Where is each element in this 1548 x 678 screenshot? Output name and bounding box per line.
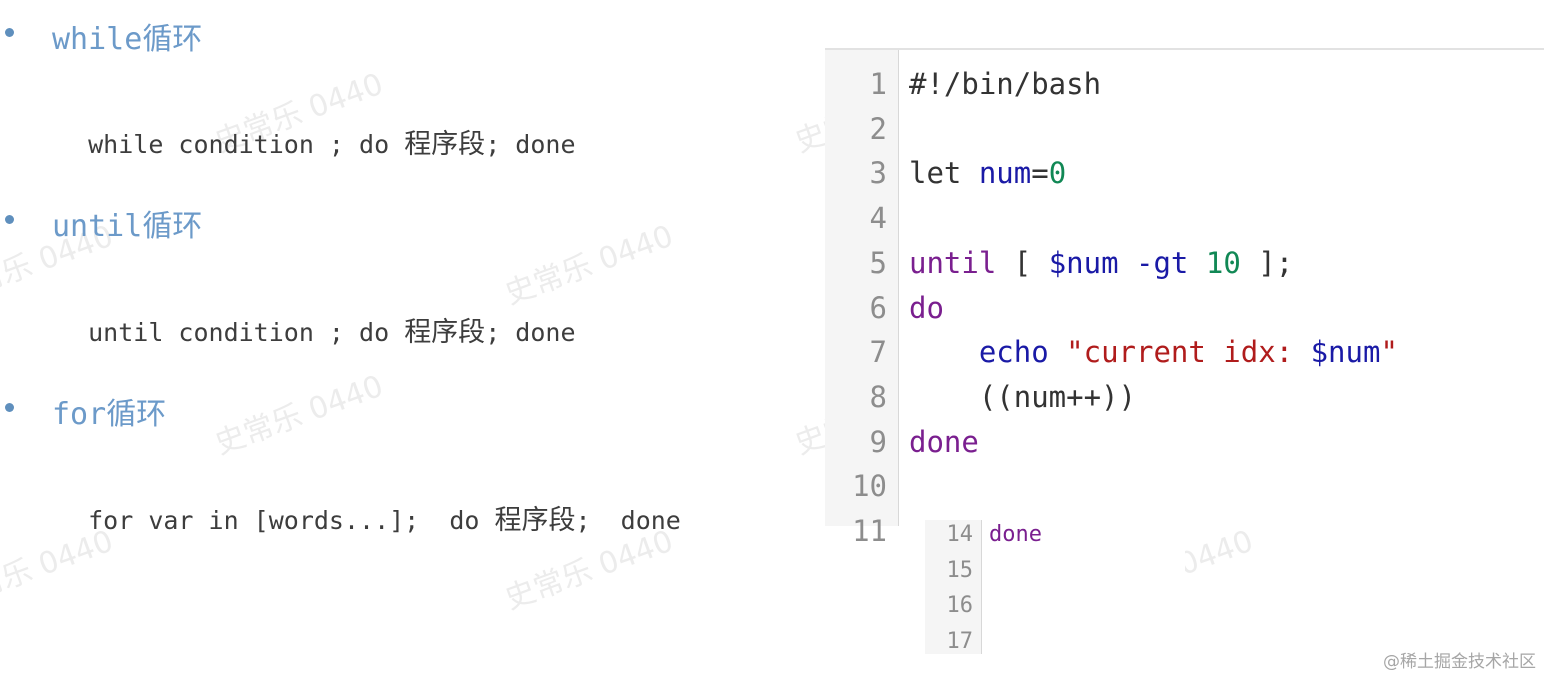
line-number: 15 bbox=[946, 557, 974, 583]
code-token: done bbox=[989, 522, 1042, 547]
line-number-gutter bbox=[825, 50, 899, 526]
code-token: let bbox=[909, 156, 979, 191]
line-number: 9 bbox=[869, 424, 887, 459]
line-number: 2 bbox=[869, 111, 887, 146]
bullet-icon bbox=[5, 215, 14, 224]
syntax-text: until condition ; do bbox=[88, 318, 405, 347]
syntax-text: for var in [words...]; do bbox=[88, 506, 495, 535]
loop-syntax-for: for var in [words...]; do 程序段; done bbox=[58, 469, 681, 537]
code-token: ((num++)) bbox=[909, 379, 1136, 414]
code-token bbox=[1188, 246, 1205, 280]
loop-syntax-while: while condition ; do 程序段; done bbox=[58, 93, 576, 161]
line-number: 10 bbox=[852, 469, 887, 504]
code-snippet: 14 done 15 16 17 bbox=[925, 520, 1185, 654]
code-token bbox=[1049, 335, 1066, 369]
code-text: done bbox=[989, 517, 1042, 553]
line-number: 1 bbox=[869, 67, 887, 101]
line-number: 5 bbox=[869, 245, 887, 280]
code-token bbox=[909, 335, 979, 369]
code-token: [ bbox=[996, 245, 1049, 280]
code-token: echo bbox=[978, 335, 1049, 370]
syntax-cn: 程序段 bbox=[404, 317, 486, 348]
loop-heading-while: while循环 bbox=[52, 14, 202, 58]
syntax-text: ; done bbox=[485, 130, 576, 159]
loop-title-cn: 循环 bbox=[142, 209, 203, 244]
code-token: do bbox=[909, 290, 944, 325]
loop-heading-for: for循环 bbox=[52, 389, 166, 433]
syntax-cn: 程序段 bbox=[494, 505, 576, 536]
watermark: 史常乐 0440 bbox=[210, 368, 388, 462]
loop-keyword: while bbox=[52, 22, 143, 57]
code-token: ]; bbox=[1240, 245, 1294, 280]
line-number: 6 bbox=[869, 290, 887, 325]
code-token: -gt bbox=[1136, 245, 1189, 280]
source-credit: @稀土掘金技术社区 bbox=[1383, 652, 1536, 672]
code-token: num bbox=[978, 156, 1032, 191]
loop-heading-until: until循环 bbox=[52, 201, 202, 245]
line-number: 11 bbox=[852, 514, 887, 548]
code-token: $num bbox=[1048, 245, 1119, 280]
bullet-icon bbox=[5, 403, 14, 412]
bullet-icon bbox=[5, 28, 14, 37]
code-text: ((num++)) bbox=[909, 375, 1136, 420]
code-token: 0 bbox=[1048, 156, 1067, 191]
code-text: let num=0 bbox=[909, 151, 1066, 196]
line-number: 17 bbox=[946, 628, 974, 654]
loop-syntax-until: until condition ; do 程序段; done bbox=[58, 281, 576, 349]
syntax-cn: 程序段 bbox=[404, 129, 486, 160]
code-token: "current idx: bbox=[1066, 335, 1311, 370]
code-token: = bbox=[1031, 156, 1049, 191]
syntax-text: ; done bbox=[485, 318, 576, 347]
loop-title-cn: 循环 bbox=[142, 22, 203, 57]
line-number: 4 bbox=[869, 201, 887, 236]
code-token: until bbox=[909, 245, 997, 280]
code-text: until [ $num -gt 10 ]; bbox=[909, 241, 1293, 286]
line-number: 3 bbox=[869, 156, 887, 191]
code-token: 10 bbox=[1205, 245, 1241, 280]
loop-keyword: for bbox=[52, 397, 107, 432]
syntax-text: while condition ; do bbox=[88, 130, 405, 159]
line-number: 8 bbox=[869, 379, 887, 414]
line-number-gutter bbox=[925, 520, 982, 654]
code-token bbox=[1119, 246, 1136, 280]
loop-keyword: until bbox=[52, 209, 143, 244]
code-token: $num bbox=[1310, 335, 1381, 370]
line-number: 16 bbox=[946, 593, 974, 618]
code-editor: 1 #!/bin/bash 2 3 let num=0 4 5 until [ $num -g… bbox=[825, 48, 1544, 548]
code-text: done bbox=[909, 420, 979, 465]
loop-title-cn: 循环 bbox=[106, 397, 167, 432]
line-number: 7 bbox=[869, 335, 887, 370]
syntax-text: ; done bbox=[575, 506, 681, 535]
code-token: " bbox=[1380, 335, 1398, 370]
code-text: #!/bin/bash bbox=[909, 62, 1101, 107]
code-token: done bbox=[909, 424, 979, 459]
code-text: echo "current idx: $num" bbox=[909, 330, 1398, 375]
code-text: do bbox=[909, 286, 944, 331]
code-token: #!/bin/bash bbox=[909, 67, 1102, 101]
line-number: 14 bbox=[946, 522, 974, 547]
